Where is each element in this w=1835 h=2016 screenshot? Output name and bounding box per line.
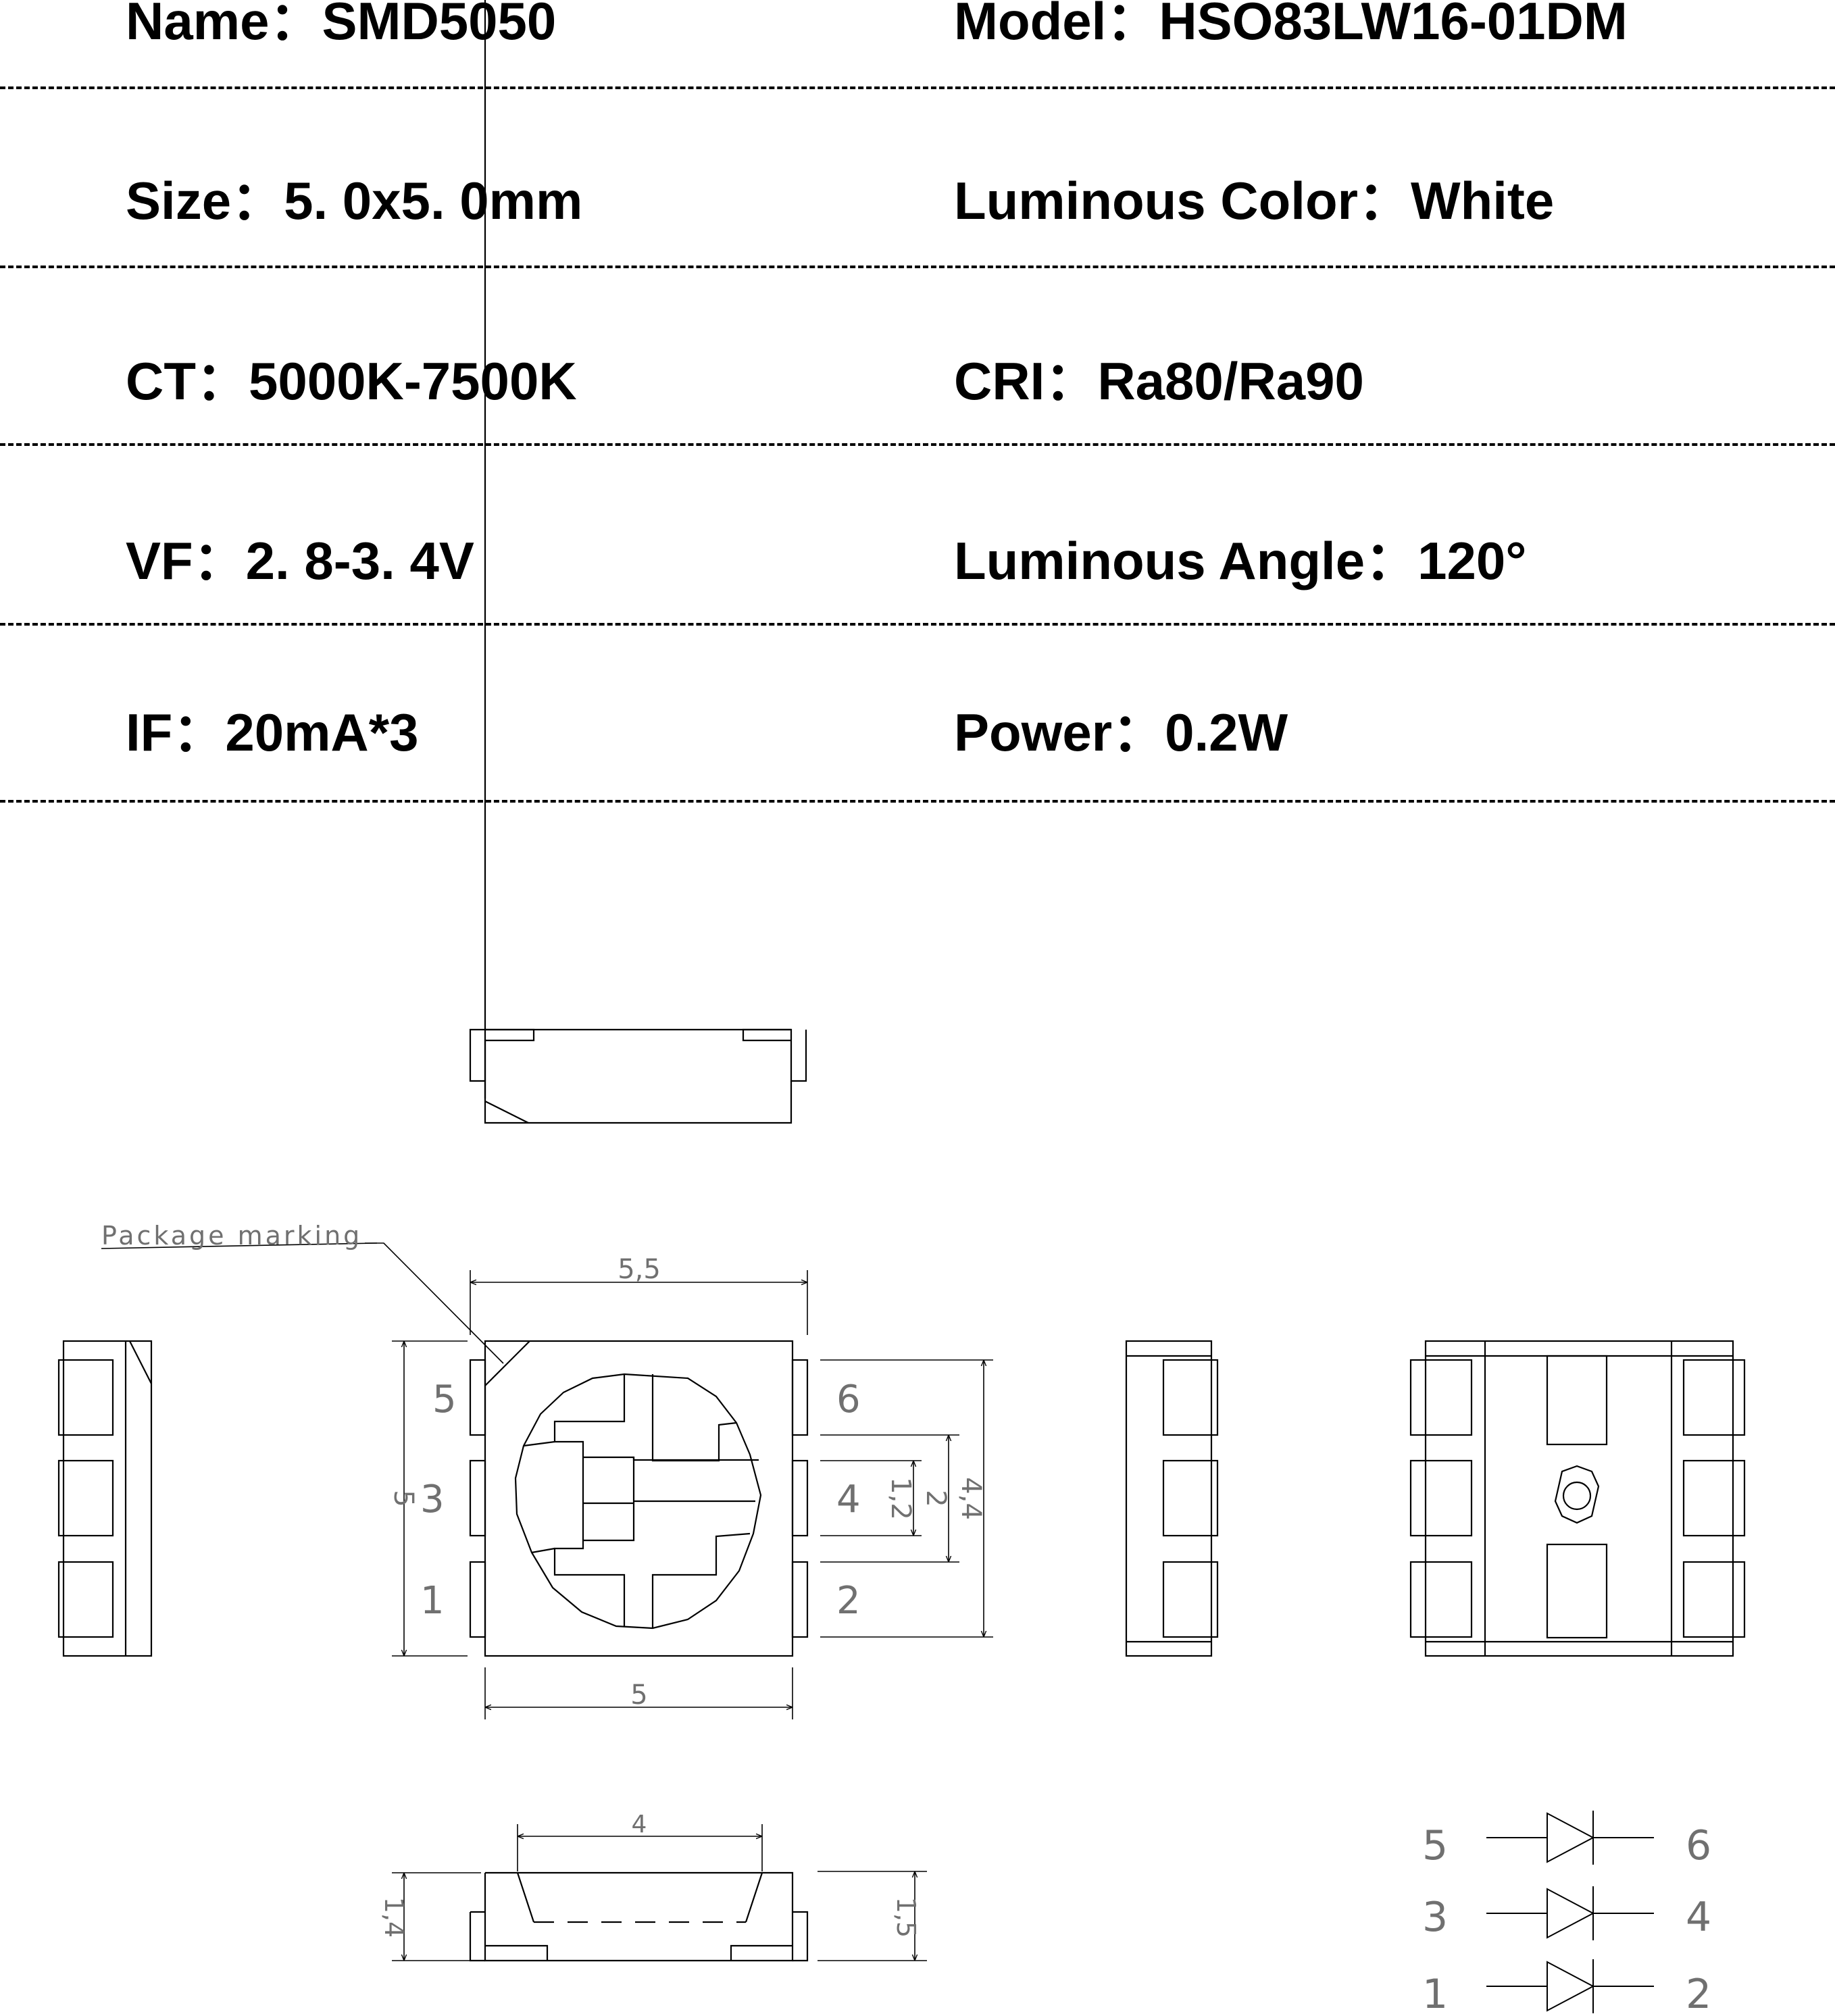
schematic-pin-3: 3 [1422,1894,1448,1941]
dim-pad-outer: 4,4 [955,1477,986,1520]
spec-model: Model：HSO83LW16-01DM [954,0,1628,51]
spec-if: IF：20mA*3 [126,703,419,762]
spec-row-size: Size：5. 0x5. 0mm Luminous Color：White [0,174,1835,354]
dim-width-outer: 5,5 [618,1254,661,1285]
package-marking-label: Package marking [101,1221,362,1251]
pin-number-4: 4 [836,1478,861,1521]
spec-ct: CT：5000K-7500K [126,351,577,411]
spec-cri: CRI：Ra80/Ra90 [954,351,1364,411]
row-divider [0,86,1835,89]
pin-number-1: 1 [420,1579,445,1623]
bottom-view [1409,1340,1746,1657]
spec-vf: VF：2. 8-3. 4V [126,531,474,590]
row-divider [0,443,1835,446]
dim-width-body: 5 [630,1680,647,1711]
main-top-view [469,1340,809,1657]
spec-row-vf: VF：2. 8-3. 4V Luminous Angle：120° [0,534,1835,714]
schematic-pin-2: 2 [1686,1971,1711,2016]
right-side-view [1125,1340,1219,1657]
row-divider [0,266,1835,268]
spec-luminous-color: Luminous Color：White [954,171,1555,230]
dim-height: 5 [388,1490,419,1507]
schematic-pin-6: 6 [1686,1822,1711,1869]
row-divider [0,623,1835,626]
bottom-front-view [469,1871,809,1962]
left-side-view [57,1340,153,1657]
dim-thickness-right: 1,5 [891,1897,921,1938]
dim-pad-span: 2 [920,1490,951,1507]
pin-number-5: 5 [432,1378,457,1421]
spec-size: Size：5. 0x5. 0mm [126,171,583,230]
schematic-pin-4: 4 [1686,1894,1711,1941]
schematic-pin-1: 1 [1422,1971,1448,2016]
spec-luminous-angle: Luminous Angle：120° [954,531,1527,590]
dim-pad-pitch: 1,2 [885,1477,916,1520]
row-divider [0,800,1835,803]
schematic-pin-5: 5 [1422,1822,1448,1869]
spec-row-ct: CT：5000K-7500K CRI：Ra80/Ra90 [0,355,1835,534]
pin-number-6: 6 [836,1378,861,1421]
dim-bottom-width: 4 [632,1811,647,1838]
spec-row-if: IF：20mA*3 Power：0.2W [0,706,1835,886]
diode-schematic [1486,1811,1654,2013]
dim-thickness-left: 1,4 [379,1897,409,1938]
pin-number-3: 3 [420,1478,445,1521]
dimension-lines [101,1242,993,1961]
pin-number-2: 2 [836,1579,861,1623]
top-side-view [469,0,807,1124]
spec-power: Power：0.2W [954,703,1288,762]
